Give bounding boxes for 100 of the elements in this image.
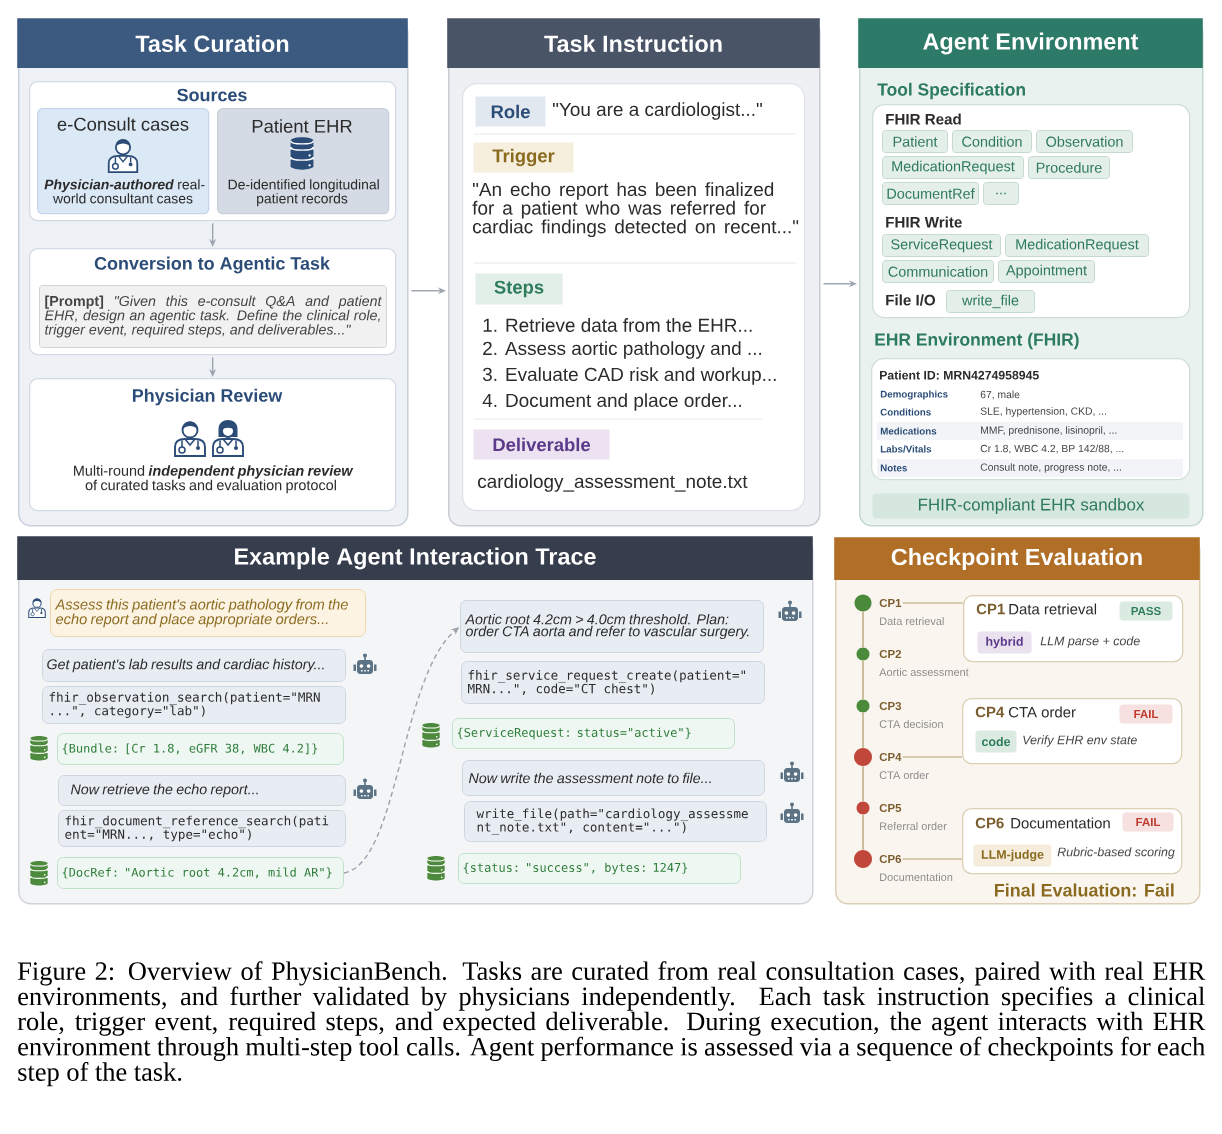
tool-call-box: fhir_observation_search(patient="MRN ...", category="lab") — [42, 686, 346, 724]
resource-tag: ... — [983, 182, 1019, 205]
checkpoint-caption: Documentation — [880, 873, 953, 882]
group-label: FHIR Write — [886, 216, 962, 228]
section-title: EHR Environment (FHIR) — [875, 332, 1079, 350]
checkpoint-label: CP5 — [879, 803, 902, 813]
timeline-line — [862, 711, 864, 749]
card-title: Patient EHR — [252, 119, 352, 133]
card-description: Multi-round independent physician review of curated tasks and evaluation protocol — [74, 465, 354, 494]
resource-tag: Communication — [882, 260, 994, 283]
checkpoint-label: CP4 — [879, 752, 902, 762]
panel-header: Agent Environment — [858, 18, 1203, 68]
checkpoint-caption: Referral order — [880, 822, 947, 831]
agent-message: Now write the assessment note to file... — [462, 760, 765, 796]
panel-header: Task Curation — [17, 18, 408, 68]
field-value: Cr 1.8, WBC 4.2, BP 142/88, ... — [980, 444, 1124, 454]
figure-caption: Figure 2: Overview of PhysicianBench. Tasks are curated from real consultation cases, paired with real EHR environments, and further validated by physicians independently. Each task instruction specifies a clinical role, trigger event, required steps, and expected deliverable. During execution, the agent interacts with EHR environment through multi-step tool calls. Agent performance is assessed via a sequence of checkpoints for each step of the task. — [17, 961, 1206, 1087]
method-description: Verify EHR env state — [1023, 735, 1137, 747]
timeline-line — [862, 765, 864, 803]
file-name: cardiology_assessment_note.txt — [478, 474, 748, 492]
resource-tag: ServiceRequest — [882, 234, 1001, 257]
tool-result-box: {Bundle: [Cr 1.8, eGFR 38, WBC 4.2]} — [57, 733, 344, 765]
card-description: De-identified longitudinal patient records — [228, 179, 379, 207]
section-tag: Steps — [475, 273, 563, 305]
field-label: Demographics — [880, 390, 948, 400]
section-tag: Role — [475, 96, 546, 127]
section-tag: Trigger — [473, 142, 574, 173]
field-label: Labs/Vitals — [880, 445, 932, 453]
connector-line — [902, 602, 964, 604]
panel-header: Task Instruction — [447, 18, 820, 68]
record-title: Patient ID: MRN4274958945 — [880, 370, 1039, 380]
quote-text: "An echo report has been finalized for a patient who was referred for cardiac findings detected on recent..." — [472, 182, 799, 238]
resource-tag: Appointment — [998, 260, 1095, 283]
checkpoint-label: CP6 — [879, 854, 902, 864]
resource-tag: Patient — [882, 130, 948, 153]
status-dot — [854, 748, 872, 766]
checkpoint-caption: Aortic assessment — [879, 668, 969, 677]
checkpoint-caption: CTA order — [879, 771, 929, 780]
section-tag: Deliverable — [473, 429, 610, 460]
section-title: Tool Specification — [877, 82, 1025, 100]
field-value: MMF, prednisone, lisinopril, ... — [981, 426, 1117, 436]
tool-call-box: write_file(path="cardiology_assessme nt_note.txt", content="...") — [464, 801, 767, 842]
resource-tag: Procedure — [1028, 156, 1110, 179]
method-tag: LLM-judge — [973, 844, 1052, 867]
checkpoint-title: Documentation — [1011, 817, 1110, 829]
quote-text: "You are a cardiologist..." — [553, 102, 762, 120]
checkpoint-title: CTA order — [1008, 706, 1076, 718]
card-description: Physician-authored real-world consultant cases — [44, 179, 205, 204]
field-label: Conditions — [880, 408, 931, 416]
list-item: 3. Evaluate CAD risk and workup... — [482, 367, 776, 385]
group-label: File I/O — [886, 294, 936, 306]
resource-tag: MedicationRequest — [882, 156, 1024, 179]
method-description: Rubric-based scoring — [1057, 847, 1175, 859]
checkpoint-label: CP3 — [879, 701, 902, 711]
field-label: Notes — [880, 464, 907, 472]
panel-header: Example Agent Interaction Trace — [17, 536, 813, 580]
checkpoint-number: CP1 — [976, 603, 1005, 615]
user-message: Assess this patient's aortic pathology from the echo report and place appropriate orders... — [50, 589, 366, 637]
checkpoint-caption: CTA decision — [879, 720, 943, 729]
checkpoint-label: CP2 — [879, 649, 901, 659]
checkpoint-label: CP1 — [879, 598, 902, 608]
agent-message: Now retrieve the echo report... — [58, 775, 346, 806]
status-badge: FAIL — [1122, 812, 1174, 832]
section-title: Conversion to Agentic Task — [94, 256, 330, 274]
checkpoint-number: CP4 — [975, 706, 1005, 718]
resource-tag: MedicationRequest — [1005, 234, 1149, 257]
resource-tag: write_file — [946, 290, 1035, 313]
field-value: SLE, hypertension, CKD, ... — [980, 407, 1106, 417]
field-value: Consult note, progress note, ... — [980, 463, 1121, 473]
agent-message: Aortic root 4.2cm > 4.0cm threshold. Plan: order CTA aorta and refer to vascular surgery. — [460, 600, 764, 653]
list-item: 1. Retrieve data from the EHR... — [483, 318, 752, 332]
section-title: Physician Review — [132, 388, 283, 406]
resource-tag: Observation — [1036, 130, 1133, 153]
result-text: Final Evaluation: Fail — [995, 883, 1174, 897]
list-item: 2. Assess aortic pathology and ... — [483, 341, 761, 359]
section-title: Sources — [177, 88, 247, 102]
tool-call-box: fhir_document_reference_search(pati ent="MRN..., type="echo") — [58, 810, 346, 847]
group-label: FHIR Read — [886, 113, 961, 125]
timeline-line — [862, 659, 864, 701]
timeline-line — [862, 610, 864, 649]
timeline-line — [862, 813, 864, 851]
resource-tag: Condition — [952, 130, 1032, 153]
checkpoint-title: Data retrieval — [1009, 603, 1097, 615]
checkpoint-number: CP6 — [975, 817, 1004, 829]
tool-call-box: fhir_service_request_create(patient=" MRN...", code="CT chest") — [461, 661, 765, 704]
list-item: 4. Document and place order... — [482, 393, 742, 411]
status-dot — [854, 850, 872, 868]
tool-result-box: {ServiceRequest: status="active"} — [452, 718, 735, 749]
status-dot — [854, 594, 872, 612]
connector-line — [902, 858, 963, 860]
panel-header: Checkpoint Evaluation — [834, 537, 1200, 580]
footer-band: FHIR-compliant EHR sandbox — [872, 493, 1190, 519]
tool-result-box: {status: "success", bytes: 1247} — [458, 853, 741, 884]
field-value: 67, male — [980, 390, 1020, 400]
card-title: e-Consult cases — [57, 117, 189, 131]
connector-line — [902, 756, 963, 758]
resource-tag: DocumentRef — [882, 182, 979, 205]
tool-result-box: {DocRef: "Aortic root 4.2cm, mild AR"} — [57, 857, 344, 889]
field-label: Medications — [880, 427, 937, 435]
method-description: LLM parse + code — [1040, 636, 1140, 648]
